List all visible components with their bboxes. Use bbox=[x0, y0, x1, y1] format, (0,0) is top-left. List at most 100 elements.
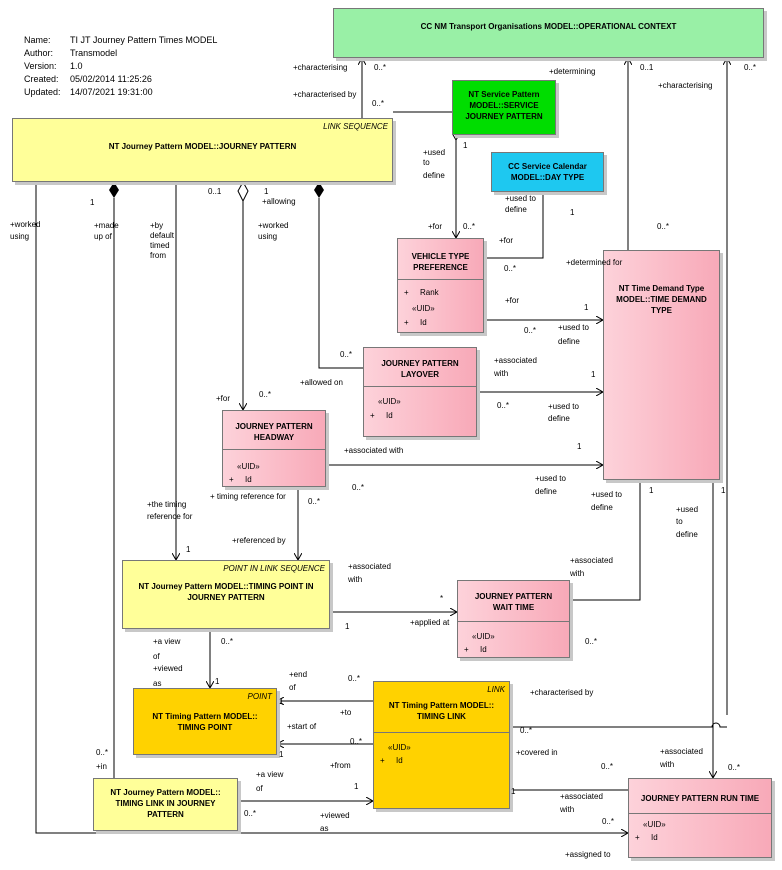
connector-label-mult-1-g: 1 bbox=[577, 442, 582, 451]
connector-label-mult-1-l: 1 bbox=[215, 677, 220, 686]
class-stereotype: POINT bbox=[247, 692, 272, 701]
connector-label-mult-1-a: 1 bbox=[463, 141, 468, 150]
connector-label-the-timing-b: reference for bbox=[147, 512, 193, 521]
connector-label-for-1: +for bbox=[428, 222, 443, 231]
attr-plus: + bbox=[380, 756, 385, 765]
class-separator bbox=[364, 386, 476, 387]
class-journey-pattern[interactable]: LINK SEQUENCE NT Journey Pattern MODEL::… bbox=[12, 118, 393, 182]
connector-label-mult-1-e: 1 bbox=[584, 303, 589, 312]
connector-label-characterised-by-2: +characterised by bbox=[530, 688, 594, 697]
connector-label-start-of: +start of bbox=[287, 722, 317, 731]
connector-label-used-to-define-4a: +used to bbox=[548, 402, 579, 411]
class-timing-point[interactable]: POINT NT Timing Pattern MODEL:: TIMING P… bbox=[133, 688, 277, 755]
class-title: JOURNEY PATTERN LAYOVER bbox=[381, 359, 459, 379]
connector-label-used-to-define-7b: to bbox=[676, 517, 683, 526]
class-timing-link-in-journey-pattern[interactable]: NT Journey Pattern MODEL:: TIMING LINK I… bbox=[93, 778, 238, 831]
connector-label-for-4: +for bbox=[216, 394, 231, 403]
connector-label-mult-0n-15: 0..* bbox=[348, 674, 361, 683]
connector-label-mult-0n-12: 0..* bbox=[308, 497, 321, 506]
class-vehicle-type-preference[interactable]: VEHICLE TYPE PREFERENCE + Rank «UID» + I… bbox=[397, 238, 484, 333]
aggregation-diamond bbox=[237, 180, 249, 203]
connector-label-mult-1-f: 1 bbox=[591, 370, 596, 379]
connector-label-for-2: +for bbox=[499, 236, 514, 245]
connector-label-the-timing-a: +the timing bbox=[147, 500, 187, 509]
connector-label-mult-0n-16: 0..* bbox=[350, 737, 363, 746]
connector-label-used-to-define-5a: +used to bbox=[535, 474, 566, 483]
connector-label-by-default-a: +by bbox=[150, 221, 164, 230]
attr-id: Id bbox=[396, 756, 403, 765]
connector-label-mult-1-k: 1 bbox=[345, 622, 350, 631]
connector-label-mult-0n-3: 0..* bbox=[744, 63, 757, 72]
class-title: CC Service Calendar MODEL::DAY TYPE bbox=[508, 162, 587, 182]
class-separator bbox=[629, 813, 771, 814]
connector-label-mult-1-j: 1 bbox=[186, 545, 191, 554]
connector-label-mult-0n-2: 0..* bbox=[372, 99, 385, 108]
conn-tl-opcontext bbox=[510, 722, 727, 728]
attr-id: Id bbox=[651, 833, 658, 842]
connector-label-used-to-define-7c: define bbox=[676, 530, 698, 539]
connector-label-mult-0n-18: 0..* bbox=[601, 762, 614, 771]
connector-label-end-of-b: of bbox=[289, 683, 296, 692]
metadata-key: Version: bbox=[24, 61, 57, 71]
attr-stereotype: «UID» bbox=[472, 632, 495, 641]
class-journey-pattern-wait-time[interactable]: JOURNEY PATTERN WAIT TIME «UID» + Id bbox=[457, 580, 570, 658]
connector-label-a-view-of-1b: of bbox=[153, 652, 160, 661]
class-journey-pattern-layover[interactable]: JOURNEY PATTERN LAYOVER «UID» + Id bbox=[363, 347, 477, 437]
connector-label-used-to-define-4b: define bbox=[548, 414, 570, 423]
attr-stereotype: «UID» bbox=[412, 304, 435, 313]
metadata-value: TI JT Journey Pattern Times MODEL bbox=[70, 35, 218, 45]
conn-jp-layover bbox=[318, 198, 363, 369]
connector-label-mult-0n-10: 0..* bbox=[259, 390, 272, 399]
connector-label-assigned-to: +assigned to bbox=[565, 850, 611, 859]
class-stereotype: POINT IN LINK SEQUENCE bbox=[223, 564, 325, 573]
connector-label-viewed-as-2a: +viewed bbox=[320, 811, 350, 820]
attr-plus: + bbox=[370, 411, 375, 420]
connector-label-by-default-b: default bbox=[150, 231, 175, 240]
class-timing-point-in-journey-pattern[interactable]: POINT IN LINK SEQUENCE NT Journey Patter… bbox=[122, 560, 330, 629]
connector-label-characterising-2: +characterising bbox=[658, 81, 713, 90]
class-service-journey-pattern[interactable]: NT Service Pattern MODEL::SERVICE JOURNE… bbox=[452, 80, 556, 135]
connector-label-mult-0n-20: 0..* bbox=[96, 748, 109, 757]
connector-label-a-view-of-2b: of bbox=[256, 784, 263, 793]
connector-label-worked-using-1a: +worked bbox=[10, 220, 41, 229]
connector-label-for-3: +for bbox=[505, 296, 520, 305]
connector-label-mult-1-n: 1 bbox=[279, 750, 284, 759]
connector-label-used-to-define-7a: +used bbox=[676, 505, 699, 514]
connector-label-to: +to bbox=[340, 708, 352, 717]
class-timing-link[interactable]: LINK NT Timing Pattern MODEL:: TIMING LI… bbox=[373, 681, 510, 809]
class-journey-pattern-run-time[interactable]: JOURNEY PATTERN RUN TIME «UID» + Id bbox=[628, 778, 772, 858]
attr-id: Id bbox=[480, 645, 487, 654]
metadata-row: Author:Transmodel bbox=[24, 47, 217, 60]
class-title: NT Journey Pattern MODEL::TIMING POINT I… bbox=[138, 582, 314, 602]
connector-label-used-to-define-3a: +used to bbox=[558, 323, 589, 332]
connector-label-worked-using-2a: +worked bbox=[258, 221, 289, 230]
class-journey-pattern-headway[interactable]: JOURNEY PATTERN HEADWAY «UID» + Id bbox=[222, 410, 326, 487]
connector-label-mult-1-p: 1 bbox=[511, 787, 516, 796]
connector-label-mult-1-h: 1 bbox=[649, 486, 654, 495]
metadata-key: Name: bbox=[24, 35, 51, 45]
connector-label-mult-0n-19: 0..* bbox=[728, 763, 741, 772]
connector-label-characterised-by-1: +characterised by bbox=[293, 90, 357, 99]
class-title: VEHICLE TYPE PREFERENCE bbox=[411, 252, 470, 272]
connector-label-mult-0n-8: 0..* bbox=[340, 350, 353, 359]
connector-label-made-up-of-a: +made bbox=[94, 221, 119, 230]
class-title: JOURNEY PATTERN RUN TIME bbox=[640, 794, 760, 803]
connector-label-associated-with-1b: with bbox=[494, 369, 509, 378]
class-operational-context[interactable]: CC NM Transport Organisations MODEL::OPE… bbox=[333, 8, 764, 58]
connector-label-used-to-define-2b: define bbox=[505, 205, 527, 214]
connector-label-associated-with-6a: +associated bbox=[560, 792, 603, 801]
connector-label-by-default-d: from bbox=[150, 251, 166, 260]
connector-label-by-default-c: timed bbox=[150, 241, 170, 250]
connector-label-associated-with-3a: +associated bbox=[348, 562, 391, 571]
connector-label-viewed-as-1b: as bbox=[153, 679, 162, 688]
class-title: JOURNEY PATTERN HEADWAY bbox=[235, 422, 313, 442]
connector-label-timing-reference-for: + timing reference for bbox=[210, 492, 286, 501]
connector-label-associated-with-5b: with bbox=[660, 760, 675, 769]
diagram-metadata: Name: TI JT Journey Pattern Times MODEL Au… bbox=[24, 34, 217, 99]
connector-label-mult-0n-14: 0..* bbox=[221, 637, 234, 646]
connector-label-used-to-define-5b: define bbox=[535, 487, 557, 496]
class-day-type[interactable]: CC Service Calendar MODEL::DAY TYPE bbox=[491, 152, 604, 192]
connector-label-mult-01-1: 0..1 bbox=[640, 63, 654, 72]
class-time-demand-type[interactable]: NT Time Demand Type MODEL::TIME DEMAND T… bbox=[603, 250, 720, 480]
